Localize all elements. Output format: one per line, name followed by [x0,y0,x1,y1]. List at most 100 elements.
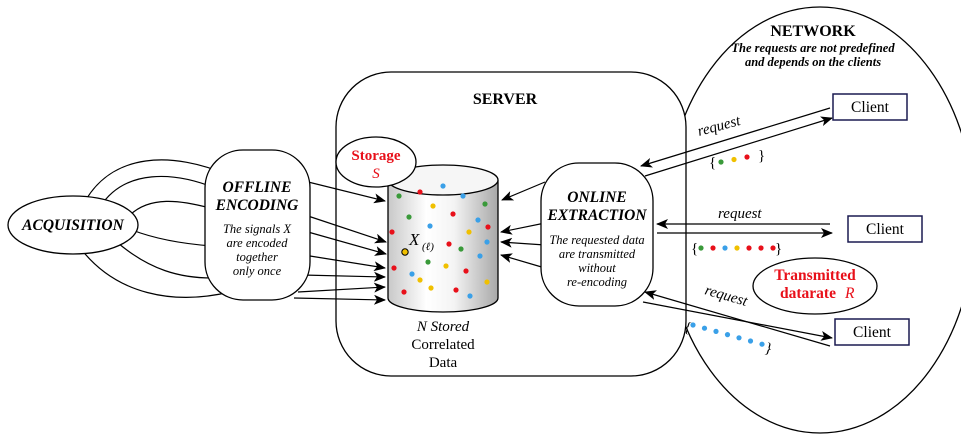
packet-dot [690,322,696,328]
data-dot [477,253,483,259]
data-dot [467,293,473,299]
transmitted-datarate-node: Transmitted datarate R [752,257,878,315]
client-middle: Client [847,215,923,243]
packet-top-close-brace: } [758,148,765,164]
data-dot [485,224,491,230]
client-bottom-label: Client [853,324,892,341]
packet-dot [746,245,752,251]
packet-dot [724,332,731,338]
network-note-line1: The requests are not predefined [731,41,895,55]
packet-dot [698,245,704,251]
packet-dot [759,341,765,347]
data-dot [396,193,402,199]
data-dot [466,229,472,235]
request-label-middle: request [718,206,762,222]
packet-bottom-close-brace: } [763,340,774,357]
selected-element-marker [401,248,409,256]
packet-dot [758,245,764,251]
online-desc-line1: The requested data [549,233,644,247]
online-title-line1: ONLINE [567,189,626,206]
storage-label: Storage [351,148,400,164]
data-dot [458,246,464,252]
online-desc-line2: are transmitted [559,247,636,261]
data-dot [417,189,423,195]
data-dot [484,239,490,245]
packet-dot [770,245,776,251]
request-label-bottom: request [703,282,750,310]
offline-desc-line1: The signals X [223,222,292,236]
element-index: (ℓ) [422,241,434,253]
data-dot [401,289,407,295]
channel-middle [656,219,833,238]
network-title: NETWORK [770,23,856,40]
packet-top: { } [709,148,765,171]
data-dot [389,229,395,235]
server-title: SERVER [473,91,538,108]
db-caption-line1: N Stored [416,319,470,335]
transmitted-line1: Transmitted [774,267,856,284]
response-arrow-top [644,116,833,177]
data-dot [475,217,481,223]
storage-symbol: S [372,166,380,182]
packet-dot [713,328,719,334]
acquisition-links [77,159,231,298]
offline-title-line1: OFFLINE [223,179,292,196]
packet-middle: { } [691,241,782,257]
encoding-arrows [291,177,387,305]
online-extraction-node: ONLINE EXTRACTION The requested data are… [540,162,654,307]
data-dot [409,271,415,277]
offline-title-line2: ENCODING [215,197,299,214]
transmitted-symbol: R [844,285,855,302]
online-title-line2: EXTRACTION [546,207,647,224]
data-dot [443,263,449,269]
element-label: X [408,230,420,249]
offline-desc-line3: together [236,250,278,264]
packet-top-open-brace: { [709,155,716,171]
channel-top [640,107,833,177]
acquisition-label: ACQUISITION [21,217,124,234]
offline-encoding-node: OFFLINE ENCODING The signals X are encod… [204,149,311,301]
request-arrow-top [640,107,831,168]
data-dot [391,265,397,271]
storage-node: Storage S [335,136,417,188]
data-dot [406,214,412,220]
data-dot [427,223,433,229]
request-arrow-bottom [644,290,831,347]
packet-dot [701,325,708,331]
database-cylinder: X (ℓ) N Stored Correlated Data [387,164,499,371]
data-dot [463,268,469,274]
db-caption-line2: Correlated [411,337,475,353]
packet-dot [710,245,716,251]
packet-dot [736,335,742,341]
packet-bottom-open-brace: { [682,319,693,336]
packet-dot [747,338,754,344]
network-note-line2: and depends on the clients [745,55,881,69]
packet-dot [731,156,737,163]
packet-dot [722,245,728,251]
online-desc-line3: without [578,261,616,275]
data-dot [460,193,466,199]
packet-dot [734,245,740,251]
response-arrow-bottom [642,301,833,341]
packet-bottom: { } [682,319,774,357]
data-dots [389,183,491,299]
request-label-top: request [696,113,743,140]
network-region: NETWORK The requests are not predefined … [664,6,961,434]
online-desc-line4: re-encoding [567,275,627,289]
data-dot [446,241,452,247]
data-dot [482,201,488,207]
data-dot [428,285,434,291]
packet-middle-close-brace: } [775,241,782,257]
packet-dot [718,159,724,165]
data-dot [417,277,423,283]
data-dot [425,259,431,265]
transmitted-line2: datarate [780,285,836,302]
client-top: Client [832,93,908,121]
data-dot [453,287,459,293]
data-dot [450,211,456,217]
data-dot [430,203,436,209]
packet-dot [744,154,750,160]
client-middle-label: Client [866,221,905,238]
data-dot [440,183,446,189]
